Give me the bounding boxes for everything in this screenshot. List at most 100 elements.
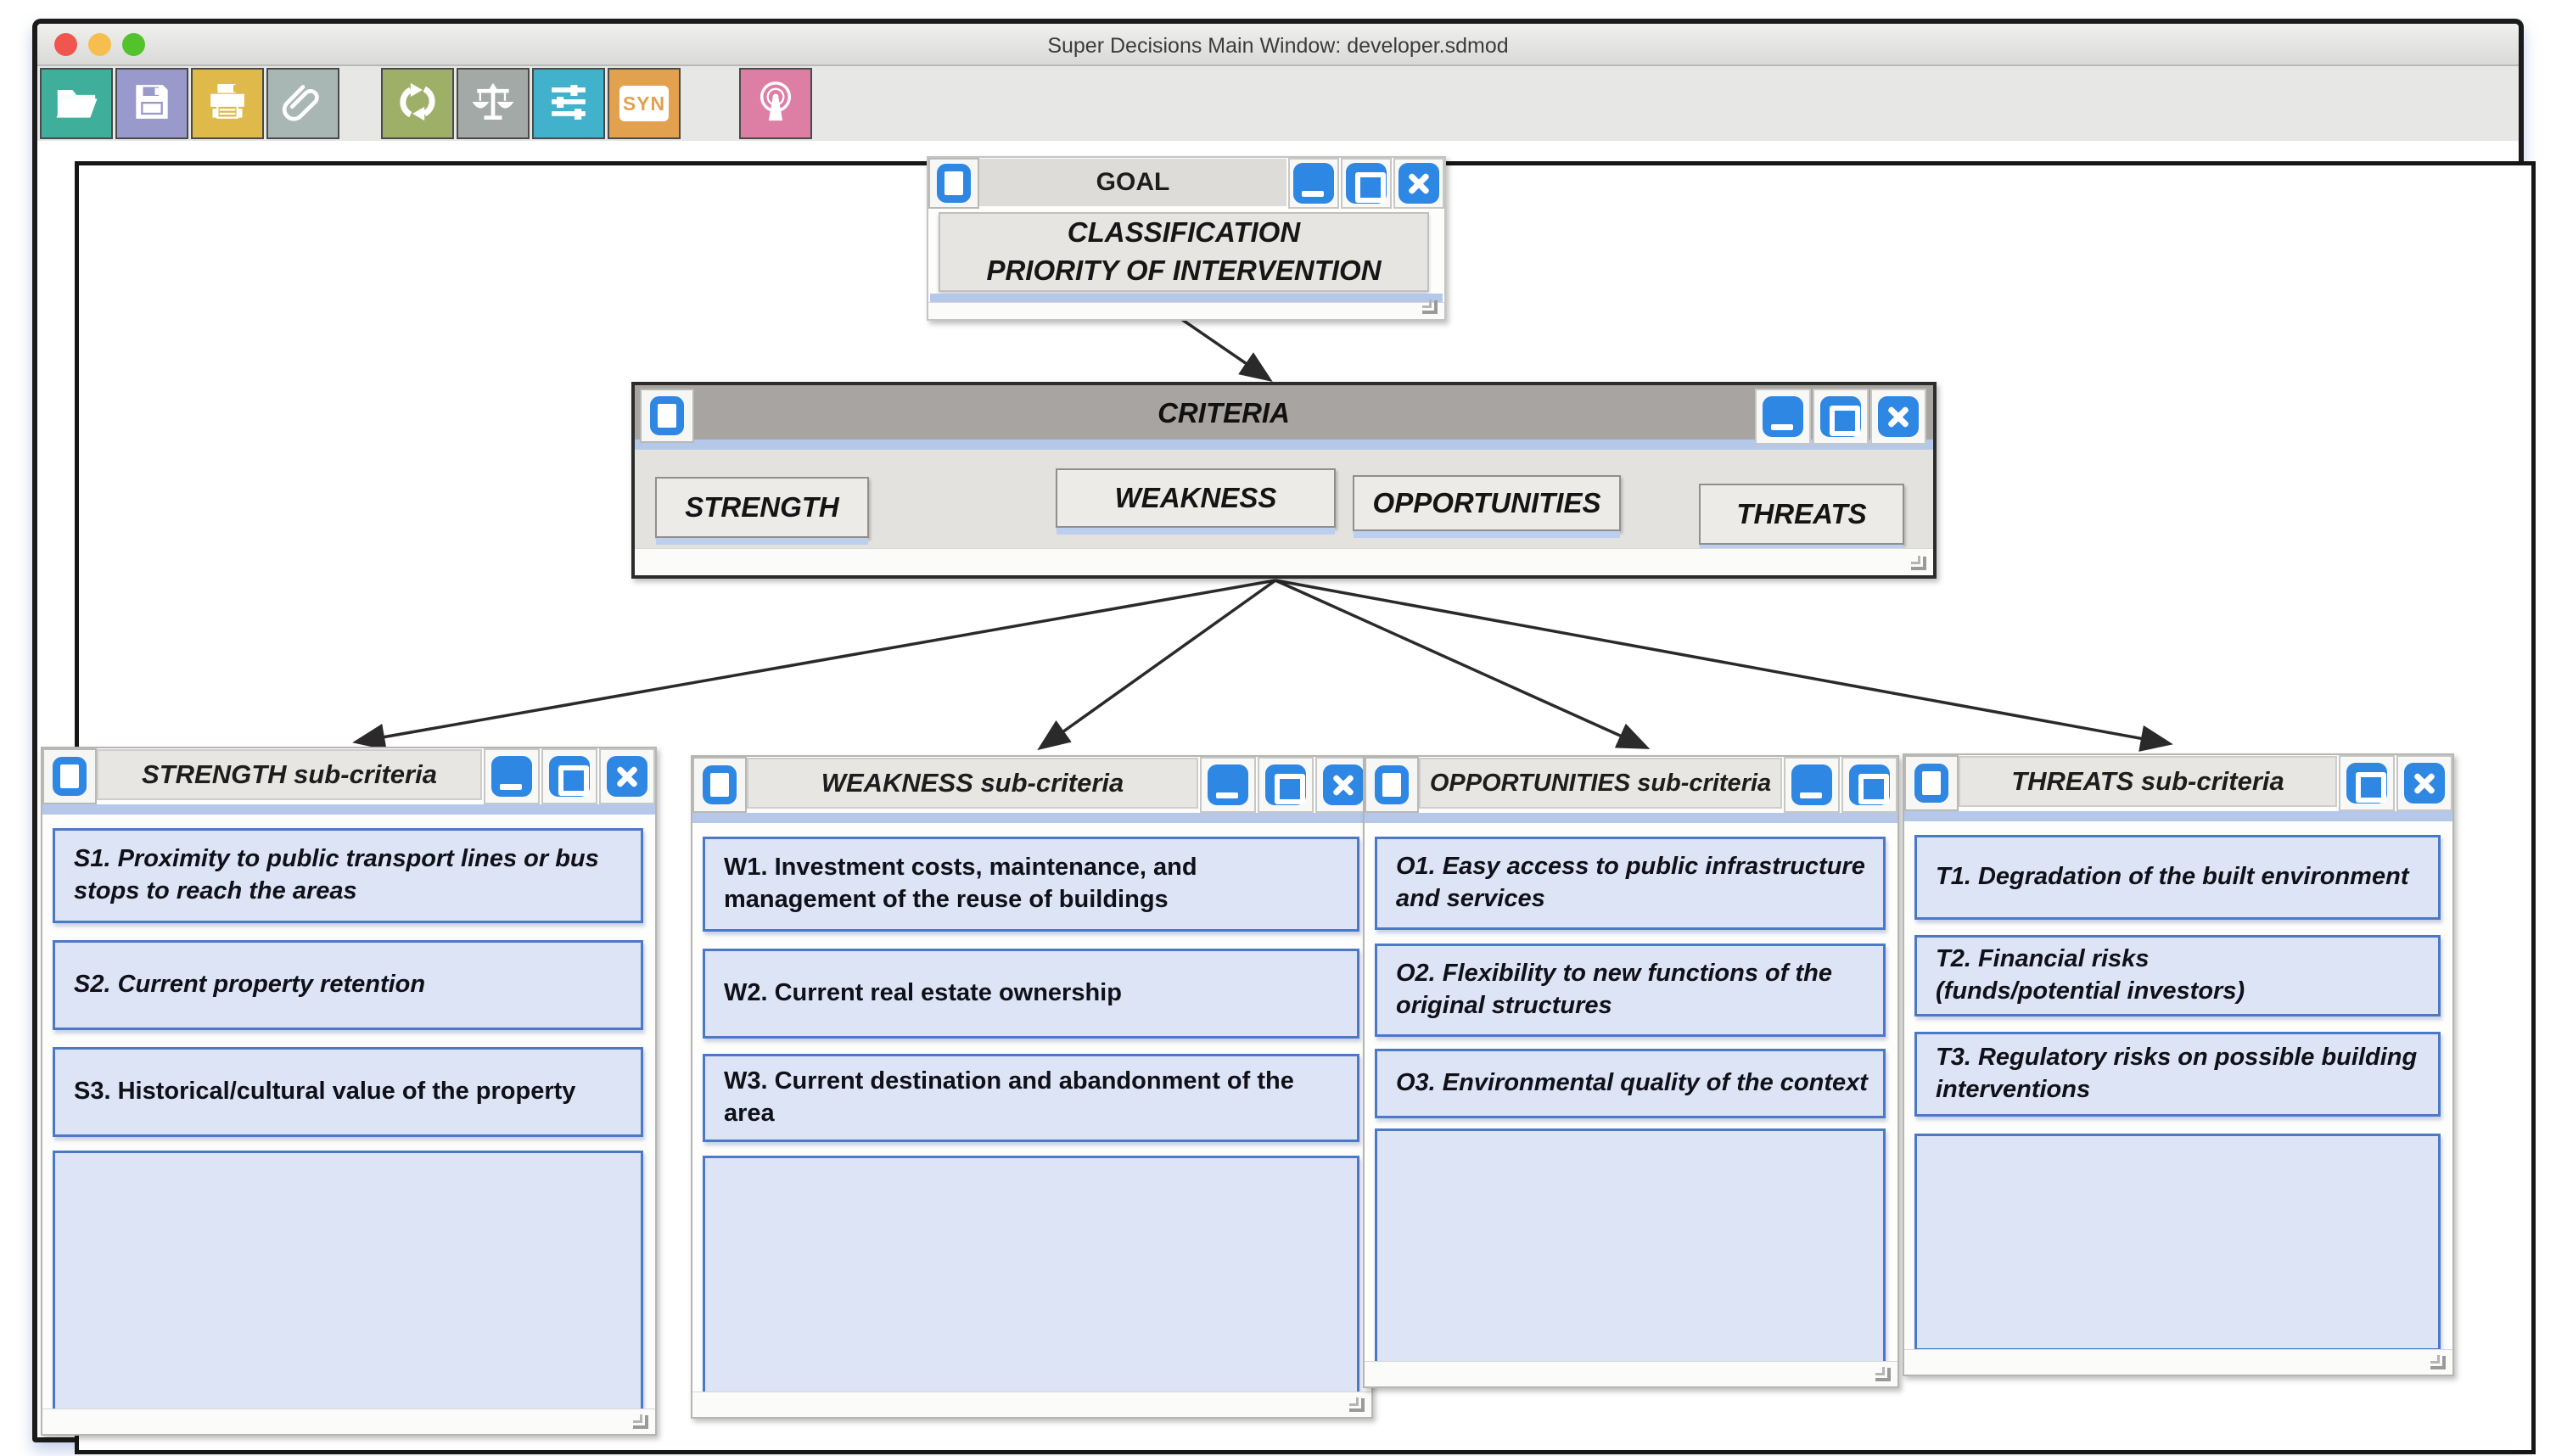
criteria-node-row: STRENGTH WEAKNESS OPPORTUNITIES THREATS: [635, 450, 1933, 553]
node-w3[interactable]: W3. Current destination and abandonment …: [703, 1054, 1359, 1142]
goal-titlebar[interactable]: GOAL: [928, 158, 1444, 209]
resize-grip-icon[interactable]: [633, 1414, 648, 1429]
node-s1[interactable]: S1. Proximity to public transport lines …: [53, 828, 643, 923]
app-title: Super Decisions Main Window: developer.s…: [1047, 34, 1509, 58]
opportunities-blue-strip: [1365, 813, 1897, 823]
threats-footer: [1904, 1349, 2452, 1375]
weakness-minimize-button[interactable]: [1200, 757, 1256, 813]
weakness-footer: [692, 1392, 1371, 1417]
attach-button[interactable]: [266, 68, 339, 139]
close-window-button[interactable]: [54, 33, 77, 56]
zoom-window-button[interactable]: [122, 33, 145, 56]
criteria-node-weakness[interactable]: WEAKNESS: [1056, 468, 1336, 528]
strength-titlebar[interactable]: STRENGTH sub-criteria: [42, 748, 655, 804]
checkbox-icon: [1914, 764, 1948, 803]
checkbox-icon: [53, 757, 87, 796]
node-o2[interactable]: O2. Flexibility to new functions of the …: [1375, 944, 1886, 1037]
threats-titlebar[interactable]: THREATS sub-criteria: [1904, 755, 2452, 811]
criteria-close-button[interactable]: [1870, 389, 1926, 445]
threats-node-list: T1. Degradation of the built environment…: [1904, 821, 2452, 1351]
threats-select-checkbox[interactable]: [1904, 755, 1959, 811]
resize-grip-icon[interactable]: [1875, 1367, 1891, 1381]
node-w2[interactable]: W2. Current real estate ownership: [703, 949, 1359, 1039]
sync-arrows-icon: [394, 78, 441, 130]
weakness-titlebar[interactable]: WEAKNESS sub-criteria: [692, 757, 1371, 813]
goal-cluster-title: GOAL: [979, 159, 1286, 206]
strength-close-button[interactable]: [599, 748, 655, 804]
threats-blue-strip: [1904, 811, 2452, 821]
maximize-icon: [2346, 763, 2387, 804]
opportunities-titlebar[interactable]: OPPORTUNITIES sub-criteria: [1365, 757, 1897, 813]
goal-cluster-window: GOAL CLASSIFICATION PRIORITY OF INTERVEN…: [927, 156, 1446, 321]
criteria-titlebar[interactable]: CRITERIA: [635, 385, 1933, 445]
node-t1[interactable]: T1. Degradation of the built environment: [1914, 835, 2441, 920]
goal-close-button[interactable]: [1393, 158, 1444, 209]
minimize-window-button[interactable]: [88, 33, 111, 56]
opportunities-cluster-title: OPPORTUNITIES sub-criteria: [1419, 758, 1782, 809]
minimize-icon: [1208, 764, 1248, 805]
opportunities-maximize-button[interactable]: [1841, 757, 1897, 813]
network-button[interactable]: [739, 68, 812, 139]
node-empty[interactable]: [703, 1156, 1359, 1397]
priorities-button[interactable]: [532, 68, 605, 139]
checkbox-icon: [650, 396, 684, 435]
close-icon: [1323, 764, 1364, 805]
printer-icon: [204, 78, 251, 130]
strength-minimize-button[interactable]: [484, 748, 540, 804]
opportunities-select-checkbox[interactable]: [1365, 757, 1419, 813]
threats-maximize-button[interactable]: [2339, 755, 2395, 811]
sync-button[interactable]: [381, 68, 454, 139]
node-o3[interactable]: O3. Environmental quality of the context: [1375, 1049, 1886, 1118]
print-button[interactable]: [191, 68, 264, 139]
app-titlebar[interactable]: Super Decisions Main Window: developer.s…: [37, 24, 2519, 66]
close-icon: [1399, 163, 1439, 204]
compare-button[interactable]: [457, 68, 530, 139]
criteria-node-opportunities[interactable]: OPPORTUNITIES: [1353, 475, 1621, 531]
synthesize-button[interactable]: SYN: [608, 68, 681, 139]
threats-close-button[interactable]: [2396, 755, 2452, 811]
goal-select-checkbox[interactable]: [928, 158, 979, 209]
criteria-node-threats[interactable]: THREATS: [1699, 484, 1904, 545]
open-model-button[interactable]: [40, 68, 113, 139]
node-w1[interactable]: W1. Investment costs, maintenance, and m…: [703, 837, 1359, 932]
criteria-minimize-button[interactable]: [1755, 389, 1811, 445]
node-t2[interactable]: T2. Financial risks (funds/potential inv…: [1914, 935, 2441, 1016]
goal-minimize-button[interactable]: [1288, 158, 1339, 209]
weakness-maximize-button[interactable]: [1258, 757, 1314, 813]
criteria-blue-strip: [635, 440, 1933, 450]
goal-maximize-button[interactable]: [1341, 158, 1392, 209]
weakness-close-button[interactable]: [1315, 757, 1371, 813]
radio-tower-icon: [752, 78, 799, 130]
node-o1[interactable]: O1. Easy access to public infrastructure…: [1375, 837, 1886, 930]
node-empty[interactable]: [1914, 1134, 2441, 1351]
node-s2[interactable]: S2. Current property retention: [53, 940, 643, 1030]
resize-grip-icon[interactable]: [2430, 1355, 2446, 1369]
goal-blue-strip: [930, 294, 1443, 304]
node-t3[interactable]: T3. Regulatory risks on possible buildin…: [1914, 1032, 2441, 1117]
criteria-select-checkbox[interactable]: [640, 389, 694, 443]
strength-cluster-title: STRENGTH sub-criteria: [97, 749, 482, 800]
maximize-icon: [549, 756, 590, 797]
checkbox-icon: [1375, 765, 1409, 804]
resize-grip-icon[interactable]: [1349, 1397, 1365, 1412]
criteria-node-strength[interactable]: STRENGTH: [655, 477, 869, 538]
criteria-maximize-button[interactable]: [1813, 389, 1869, 445]
goal-node[interactable]: CLASSIFICATION PRIORITY OF INTERVENTION: [939, 212, 1429, 292]
node-s3[interactable]: S3. Historical/cultural value of the pro…: [53, 1047, 643, 1137]
save-model-button[interactable]: [115, 68, 188, 139]
traffic-lights: [54, 33, 145, 56]
criteria-cluster-window: CRITERIA STRENGTH WEAKNESS OPPORTUNITIES…: [631, 382, 1937, 579]
weakness-select-checkbox[interactable]: [692, 757, 747, 813]
node-empty[interactable]: [1375, 1128, 1886, 1380]
strength-select-checkbox[interactable]: [42, 748, 97, 804]
close-icon: [2404, 763, 2445, 804]
opportunities-minimize-button[interactable]: [1784, 757, 1840, 813]
resize-grip-icon[interactable]: [1422, 300, 1438, 314]
resize-grip-icon[interactable]: [1911, 556, 1926, 570]
folder-icon: [53, 78, 100, 130]
node-empty[interactable]: [53, 1151, 643, 1419]
opportunities-cluster-window: OPPORTUNITIES sub-criteria O1. Easy acce…: [1363, 755, 1899, 1388]
strength-maximize-button[interactable]: [541, 748, 597, 804]
strength-footer: [42, 1408, 655, 1434]
